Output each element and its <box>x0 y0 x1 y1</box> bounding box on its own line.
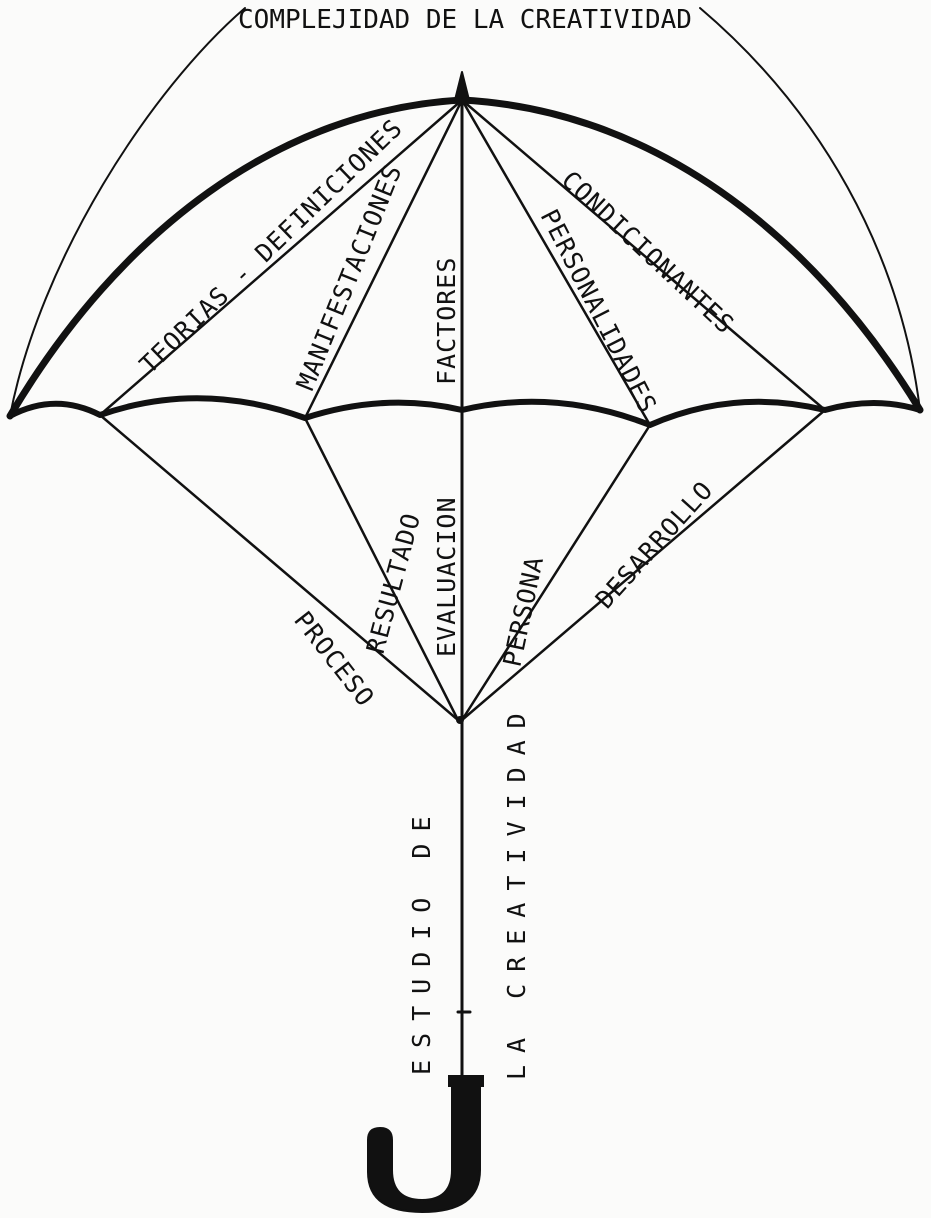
label-factores: FACTORES <box>432 257 461 385</box>
label-proceso: PROCESO <box>288 606 380 712</box>
label-desarrollo: DESARROLLO <box>590 475 719 614</box>
canopy-left-edge <box>10 8 245 416</box>
diagram-title: COMPLEJIDAD DE LA CREATIVIDAD <box>238 5 692 35</box>
label-la-creatividad: LA CREATIVIDAD <box>502 701 531 1080</box>
label-evaluacion: EVALUACION <box>432 496 461 657</box>
label-resultado: RESULTADO <box>361 510 426 657</box>
label-estudio-de: ESTUDIO DE <box>407 804 436 1075</box>
shaft-hub <box>456 716 464 724</box>
umbrella-frame <box>10 8 920 1080</box>
canopy-rim <box>10 398 920 425</box>
umbrella-handle <box>368 1080 480 1212</box>
handle-collar <box>448 1075 484 1087</box>
canopy-right-edge <box>700 8 920 410</box>
umbrella-tip <box>455 72 469 100</box>
